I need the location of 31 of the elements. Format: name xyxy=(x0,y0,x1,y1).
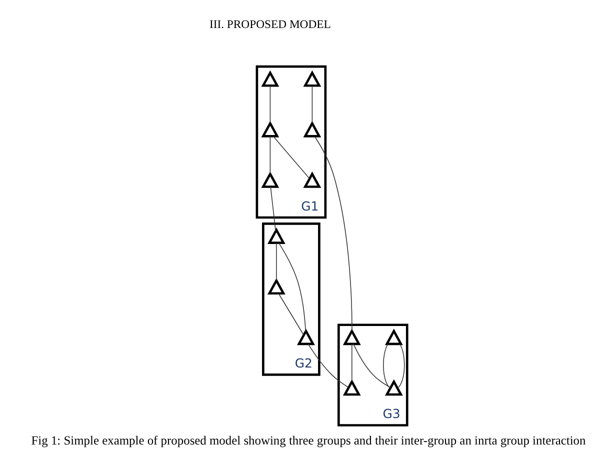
node-triangle xyxy=(266,228,285,244)
node-triangle xyxy=(342,328,360,346)
connector xyxy=(272,136,310,179)
connector xyxy=(307,344,348,388)
node-triangle xyxy=(302,70,321,87)
connector xyxy=(278,293,304,336)
node-triangle xyxy=(260,171,279,188)
label: III. PROPOSED MODEL xyxy=(208,18,330,32)
connector xyxy=(352,344,390,388)
cluster: G1 xyxy=(255,65,326,219)
connector xyxy=(269,85,270,124)
node-triangle xyxy=(302,120,321,138)
cluster: G2 xyxy=(262,222,320,376)
node-triangle xyxy=(296,328,314,346)
connector xyxy=(396,344,404,389)
connector xyxy=(351,344,352,382)
caption: Fig 1: Simple example of proposed model showing three groups and their inter-group an inrta group interaction xyxy=(30,434,586,448)
connector xyxy=(314,136,352,332)
node-triangle xyxy=(260,70,279,87)
node-triangle xyxy=(260,120,279,138)
connector xyxy=(311,85,312,124)
cluster: G3 xyxy=(336,324,408,426)
node-triangle xyxy=(266,278,285,295)
node-triangle xyxy=(302,171,321,188)
node-triangle xyxy=(384,328,402,346)
connector xyxy=(278,242,306,332)
connector xyxy=(382,344,390,389)
node-triangle xyxy=(384,379,402,396)
connector xyxy=(269,136,270,174)
connector xyxy=(270,186,276,232)
node-triangle xyxy=(342,379,360,396)
